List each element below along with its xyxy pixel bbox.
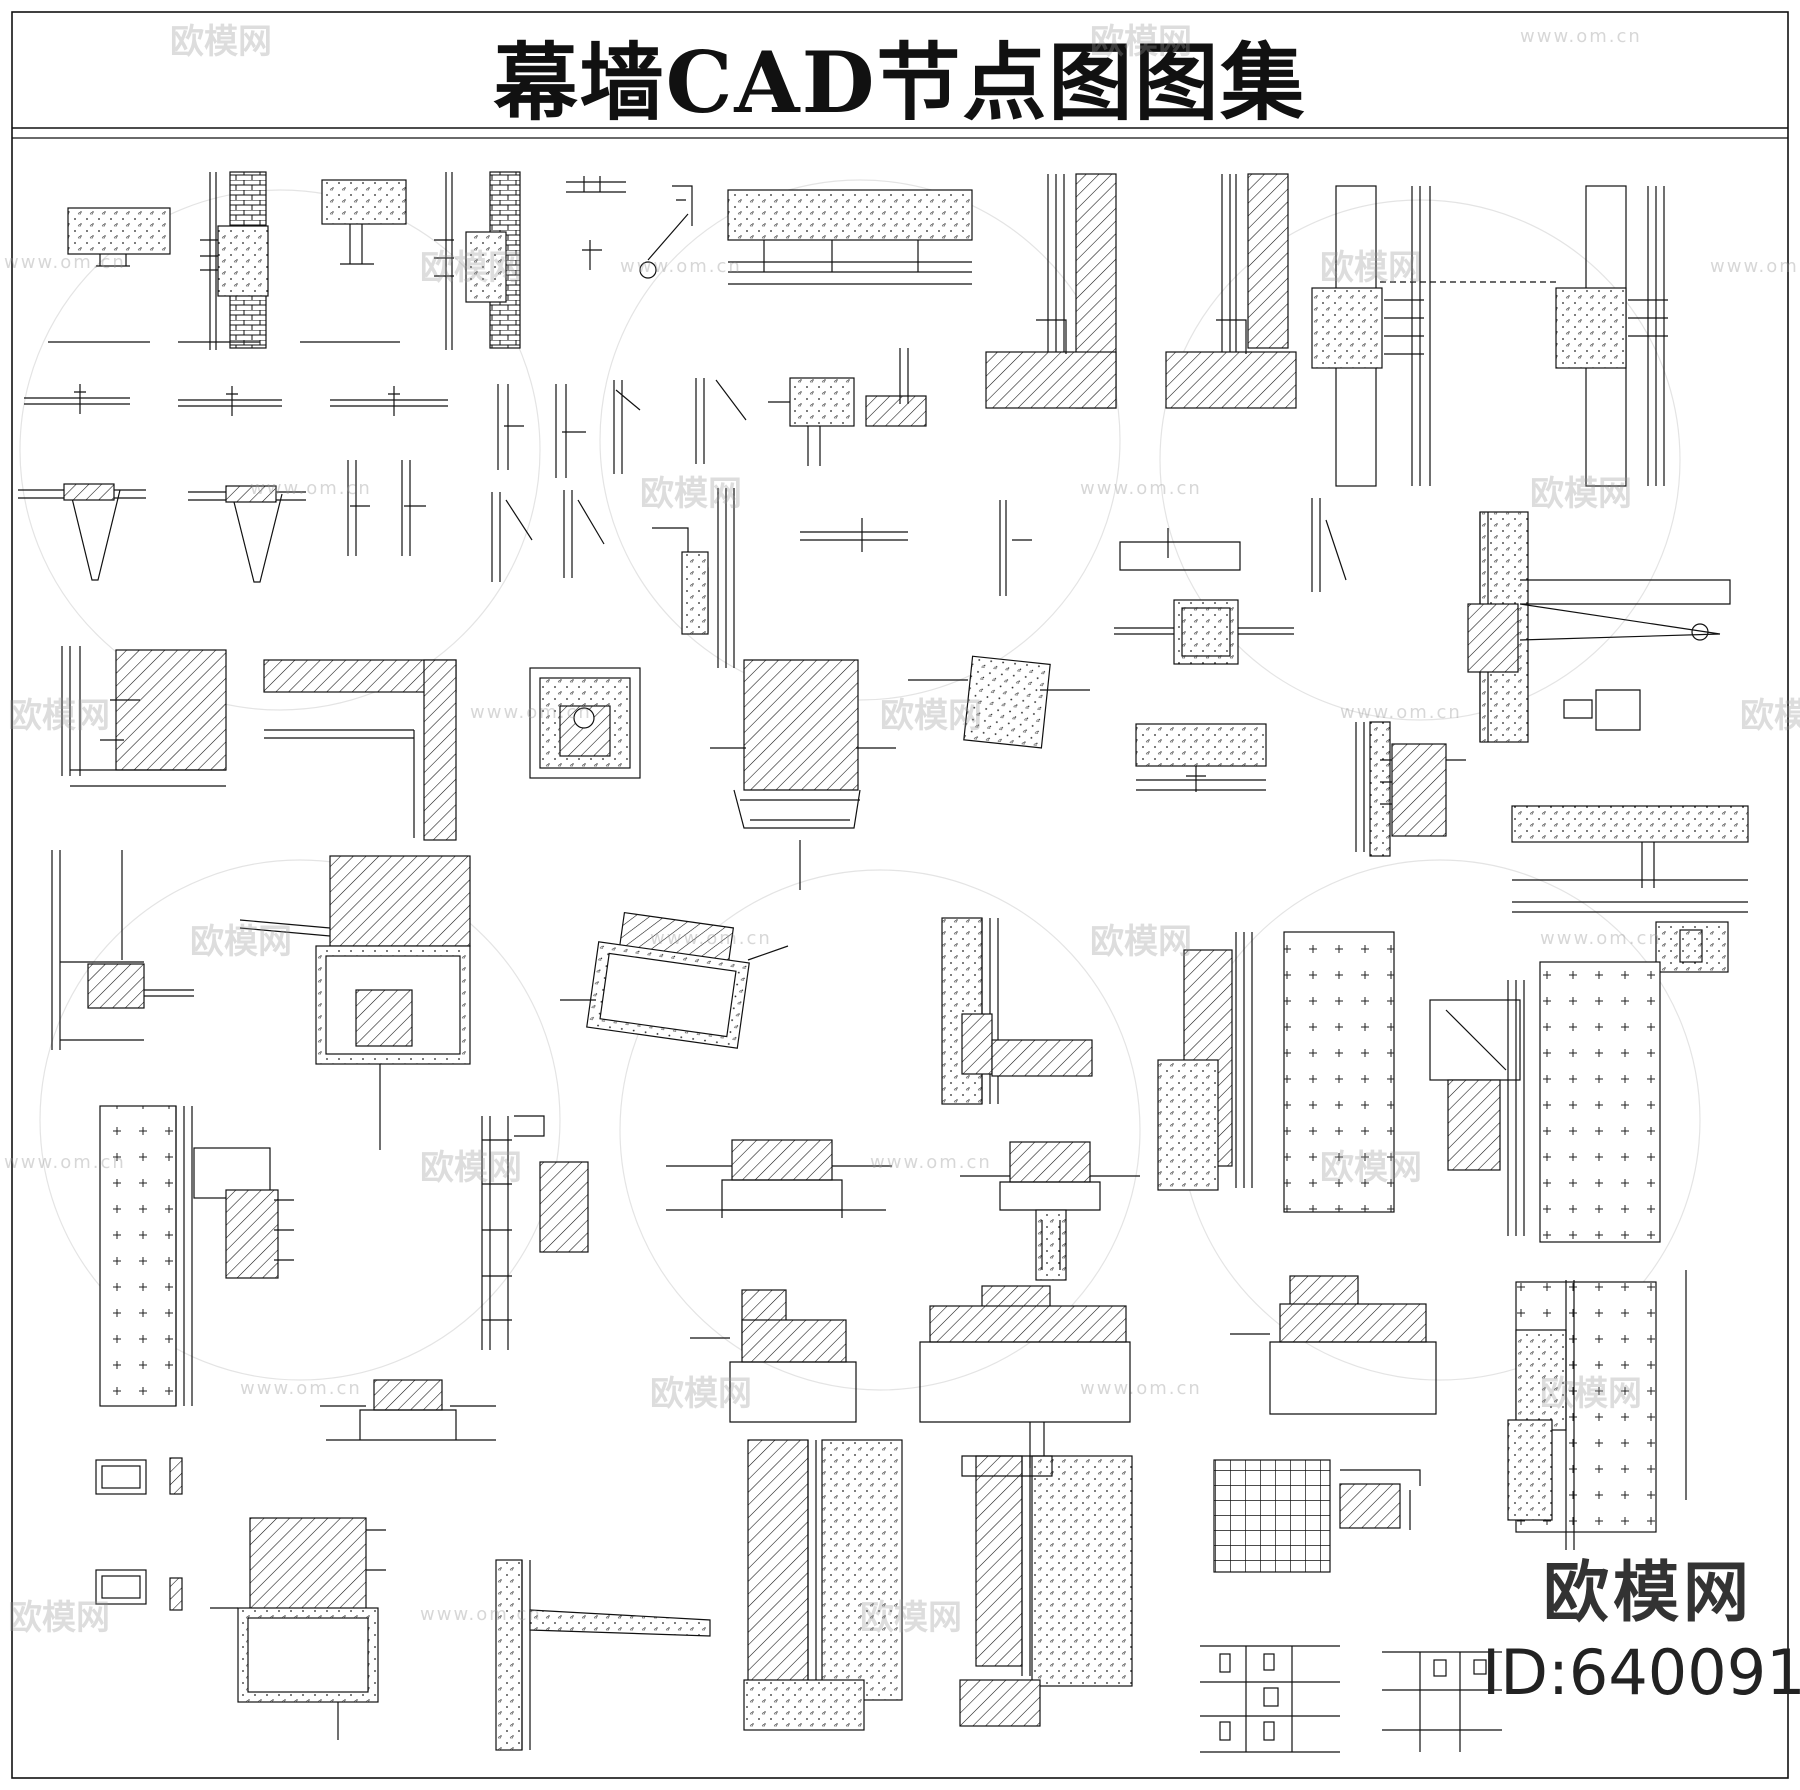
watermark-url: www.om.cn — [1080, 478, 1202, 499]
watermark-logo: 欧模网 — [1320, 1148, 1422, 1188]
watermark-url: www.om.cn — [650, 928, 772, 949]
watermark-logo: 欧模网 — [880, 696, 982, 736]
node-box-1 — [1114, 599, 1294, 665]
watermark-url: www.om.cn — [1520, 26, 1642, 47]
node-row-7 — [690, 1270, 1687, 1550]
watermark-logo: 欧模网 — [8, 1598, 110, 1638]
node-row-1 — [48, 171, 1668, 487]
watermark-url: www.om.cn — [1080, 1378, 1202, 1399]
watermark-logo: 欧模网 — [420, 1148, 522, 1188]
node-row-7-left — [95, 1379, 496, 1611]
watermark-url: www.om.cn — [470, 702, 592, 723]
watermark-url: www.om.cn — [620, 256, 742, 277]
node-row-4-right — [1135, 721, 1749, 973]
watermark-logo: 欧模网 — [1090, 922, 1192, 962]
watermark-logo: 欧模网 — [650, 1374, 752, 1414]
watermark-url: www.om.cn — [420, 1604, 542, 1625]
watermark-url: www.om.cn — [4, 1152, 126, 1173]
watermark-url: www.om.cn — [870, 1152, 992, 1173]
watermark-logo: 欧模网 — [190, 922, 292, 962]
watermark-url: www.om.cn — [240, 1378, 362, 1399]
watermark-logo: 欧模网 — [640, 474, 742, 514]
node-row-5-mid — [941, 917, 1661, 1243]
watermark-logo: 欧模网 — [420, 248, 522, 288]
node-row-4 — [61, 646, 1090, 890]
watermark-url: www.om.cn — [250, 478, 372, 499]
watermark-url: www.om.cn — [4, 252, 126, 273]
node-row-5 — [51, 850, 789, 1150]
node-row-2 — [24, 348, 927, 478]
node-row-8 — [210, 1439, 1421, 1751]
node-row-6 — [99, 1105, 1140, 1407]
watermark-logo: 欧模网 — [8, 696, 110, 736]
watermark-logo: 欧模网 — [1530, 474, 1632, 514]
watermark-logo: 欧模网 — [1740, 696, 1800, 736]
legend-tables — [1200, 1645, 1502, 1753]
watermark-url: www.om.cn — [1710, 256, 1800, 277]
brand-logo-text: 欧模网 — [1543, 1554, 1753, 1631]
watermark-logo: 欧模网 — [1540, 1374, 1642, 1414]
watermark-url: www.om.cn — [1340, 702, 1462, 723]
node-row-3 — [18, 460, 1347, 668]
page-title: 幕墙CAD节点图图集 — [493, 33, 1307, 132]
watermark-logo: 欧模网 — [1090, 22, 1192, 62]
watermark-logo: 欧模网 — [170, 22, 272, 62]
node-bracket — [1467, 511, 1731, 743]
sheet-frame — [11, 11, 1789, 1779]
model-id: ID:640091 — [1482, 1636, 1800, 1709]
watermark-logo: 欧模网 — [860, 1598, 962, 1638]
watermark-url: www.om.cn — [1540, 928, 1662, 949]
watermark-logo: 欧模网 — [1320, 248, 1422, 288]
